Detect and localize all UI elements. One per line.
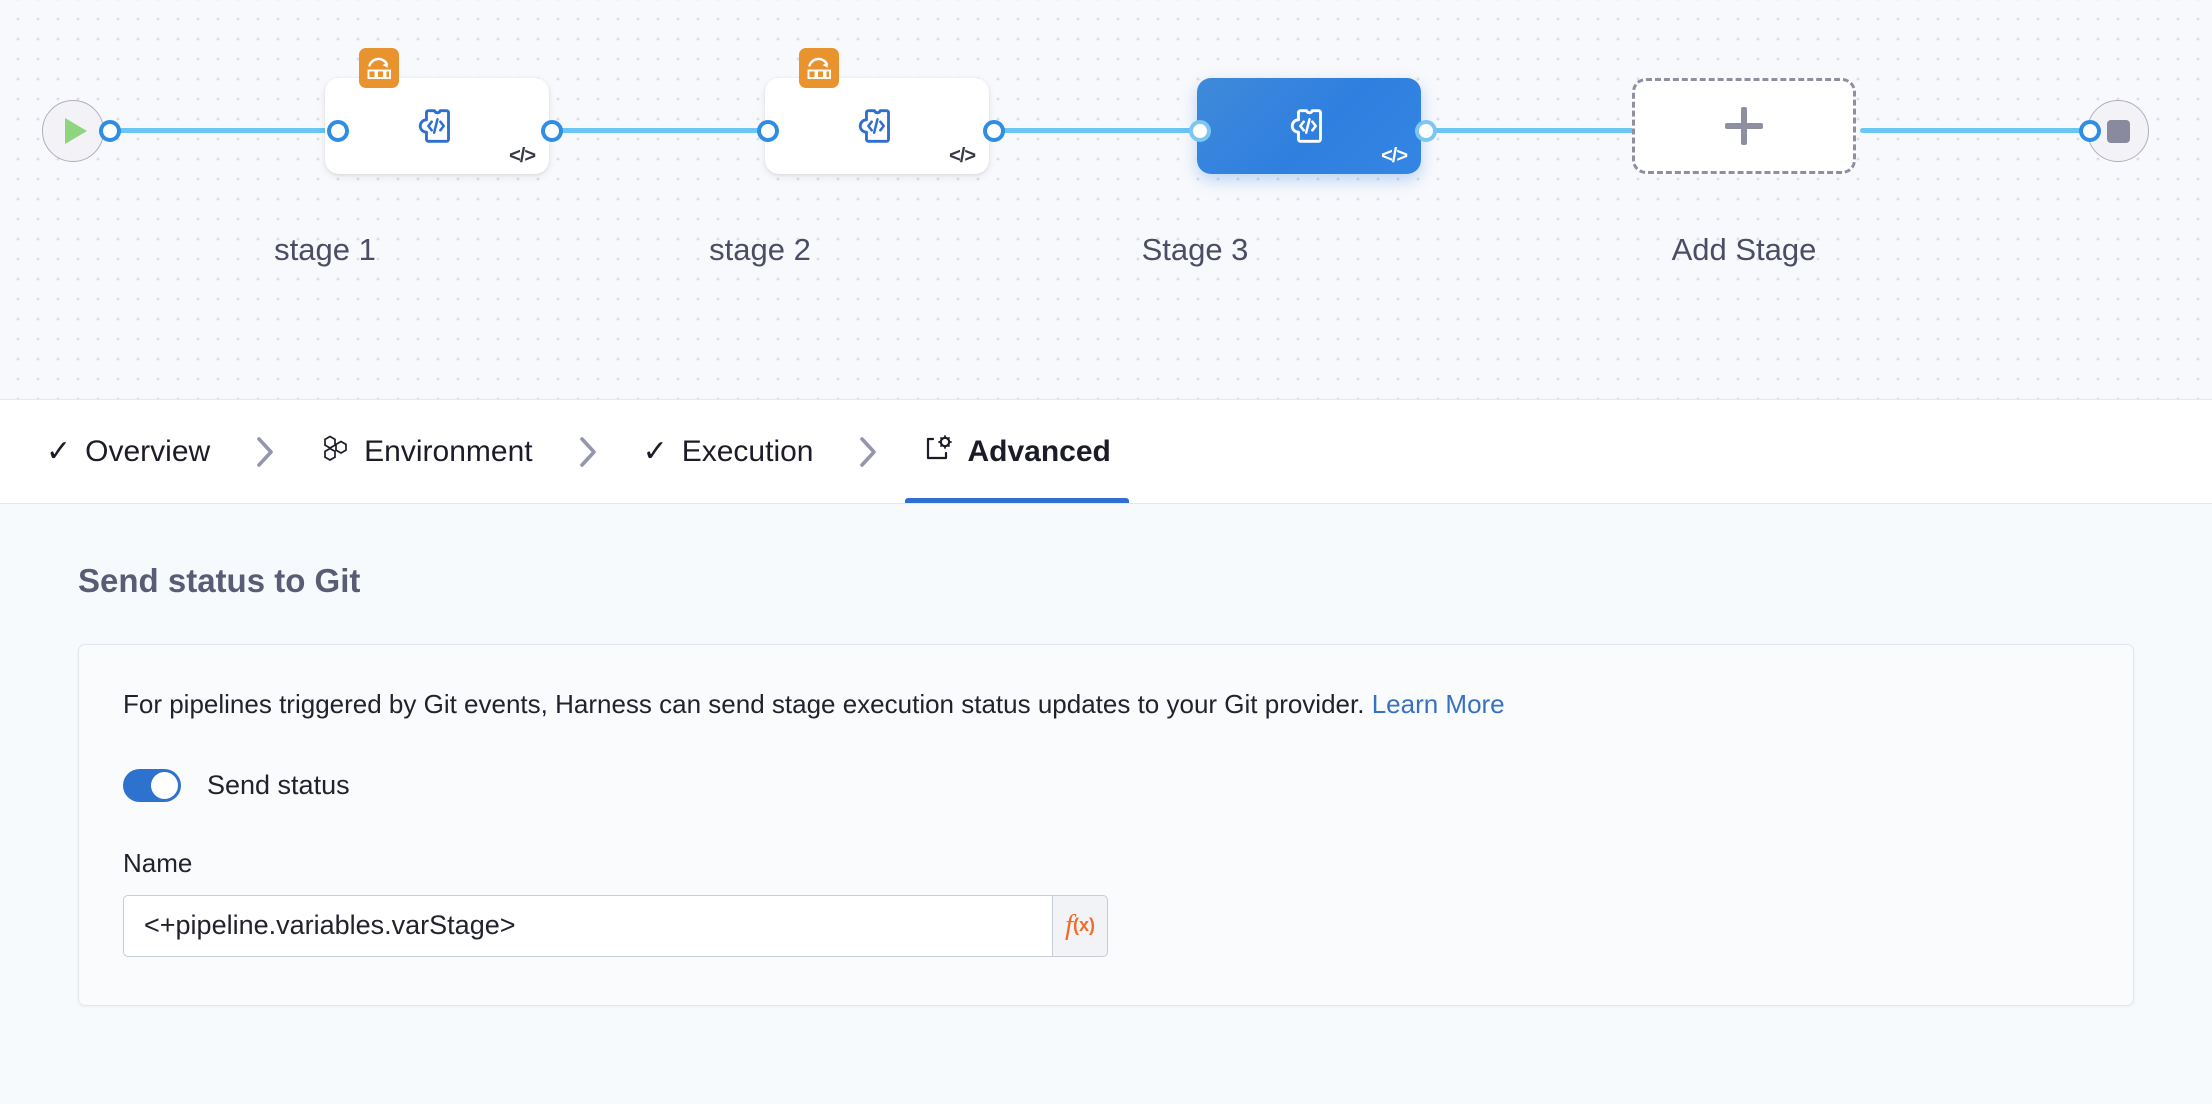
edge-stage3-to-addstage: [1420, 128, 1660, 133]
send-status-toggle-row: Send status: [123, 768, 2089, 802]
tab-environment-label: Environment: [364, 434, 533, 468]
custom-stage-puzzle-icon: [418, 109, 450, 143]
tab-overview[interactable]: ✓ Overview: [28, 400, 228, 503]
pipeline-canvas[interactable]: </> stage 1 </>: [0, 0, 2212, 400]
tab-environment[interactable]: Environment: [302, 400, 550, 503]
name-field-label: Name: [123, 847, 193, 878]
stage-label-3: Stage 3: [1141, 232, 1249, 267]
chevron-right-icon-2: [551, 400, 625, 503]
check-icon: ✓: [642, 434, 668, 468]
edge-stage2-to-stage3: [988, 128, 1218, 133]
matrix-looping-icon: [799, 48, 839, 88]
send-status-toggle[interactable]: [123, 768, 181, 802]
tab-execution[interactable]: ✓ Execution: [625, 400, 832, 503]
check-icon: ✓: [46, 434, 72, 468]
custom-stage-puzzle-icon: [858, 109, 890, 143]
stage-3-code-mark: </>: [1381, 145, 1408, 167]
chevron-right-icon-3: [831, 400, 905, 503]
stage-1-output-dot[interactable]: [541, 120, 563, 142]
stage-3-output-dot[interactable]: [1415, 120, 1437, 142]
name-field-row: f(x): [123, 894, 1108, 957]
tab-overview-label: Overview: [85, 434, 211, 468]
edge-stage1-to-stage2: [546, 128, 776, 133]
advanced-gear-icon: [923, 434, 953, 469]
stage-node-2[interactable]: </>: [765, 48, 989, 174]
name-input[interactable]: [123, 894, 1052, 957]
stage-2-input-dot[interactable]: [757, 120, 779, 142]
learn-more-link[interactable]: Learn More: [1371, 689, 1505, 719]
tab-execution-label: Execution: [681, 434, 814, 468]
add-stage-button[interactable]: [1632, 78, 1856, 174]
matrix-looping-icon: [359, 48, 399, 88]
play-icon: [65, 118, 87, 144]
edge-addstage-to-end: [1860, 128, 2100, 133]
toggle-knob: [151, 771, 178, 799]
stage-1-input-dot[interactable]: [327, 120, 349, 142]
stage-label-1: stage 1: [274, 232, 376, 267]
fx-f-glyph: f: [1064, 909, 1074, 942]
advanced-panel: Send status to Git For pipelines trigger…: [0, 504, 2212, 1100]
send-status-card: For pipelines triggered by Git events, H…: [78, 644, 2134, 1006]
add-stage-label: Add Stage: [1671, 232, 1817, 267]
end-input-dot[interactable]: [2079, 120, 2101, 142]
tab-advanced-label: Advanced: [967, 434, 1111, 468]
stage-node-1[interactable]: </>: [325, 48, 549, 174]
pipeline-node-row: </> stage 1 </>: [0, 0, 2212, 300]
send-status-toggle-label: Send status: [207, 769, 350, 800]
chevron-right-icon-1: [228, 400, 302, 503]
stop-icon: [2106, 119, 2130, 143]
pipeline-start-node[interactable]: [42, 100, 104, 162]
send-status-description: For pipelines triggered by Git events, H…: [123, 688, 2089, 722]
fx-x-glyph: (x): [1073, 915, 1096, 936]
stage-node-3[interactable]: </>: [1197, 78, 1421, 174]
hexagon-cluster-icon: [320, 434, 350, 469]
description-text: For pipelines triggered by Git events, H…: [123, 689, 1365, 719]
stage-3-input-dot[interactable]: [1189, 120, 1211, 142]
stage-label-2: stage 2: [709, 232, 811, 267]
edge-start-to-stage1: [104, 128, 334, 133]
custom-stage-puzzle-icon: [1290, 109, 1322, 143]
start-output-dot[interactable]: [99, 120, 121, 142]
page-title: Send status to Git: [78, 562, 361, 599]
expression-fx-button[interactable]: f(x): [1052, 894, 1108, 957]
stage-2-code-mark: </>: [949, 145, 976, 167]
stage-2-output-dot[interactable]: [983, 120, 1005, 142]
tab-advanced[interactable]: Advanced: [905, 400, 1130, 503]
stage-tab-bar: ✓ Overview Environment ✓ Execution: [0, 400, 2212, 504]
stage-1-code-mark: </>: [509, 145, 536, 167]
plus-icon-bar: [1725, 123, 1763, 129]
